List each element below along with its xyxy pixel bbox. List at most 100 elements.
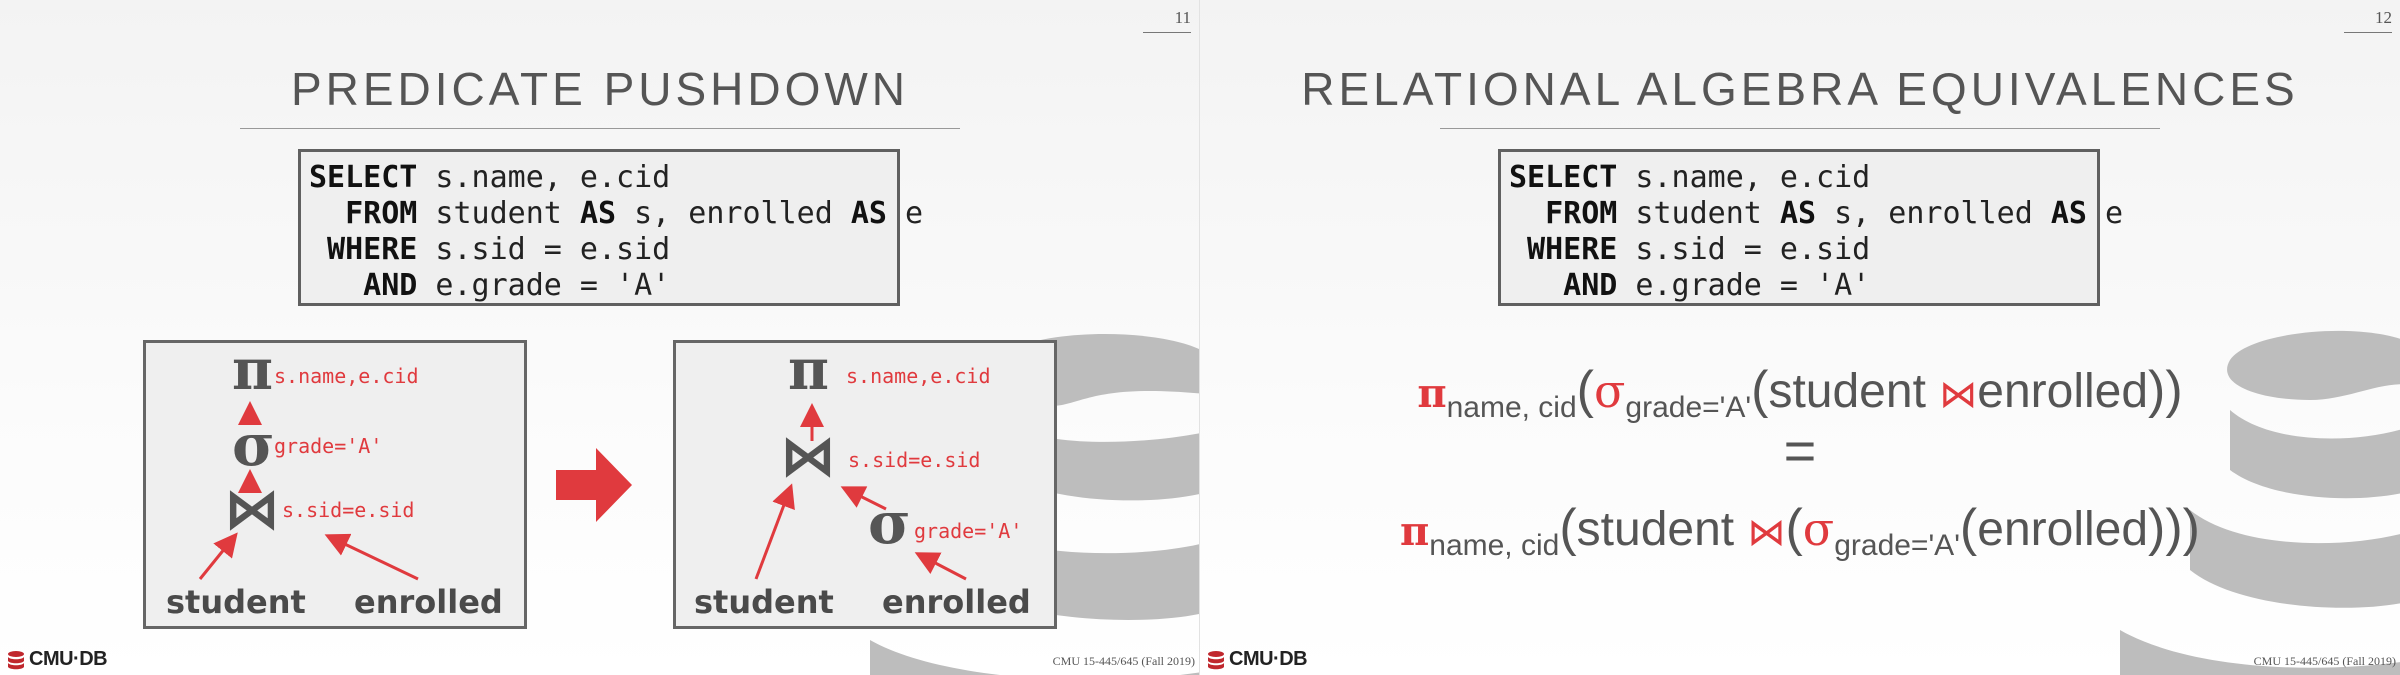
selection-operator: σ — [868, 489, 911, 557]
sql-keyword: WHERE — [1509, 232, 1618, 267]
sql-text: e — [2087, 196, 2124, 231]
join-label: s.sid=e.sid — [848, 448, 980, 472]
equals-sign: = — [1783, 419, 1817, 482]
query-plan-before: π s.name,e.cid σ grade='A' ⋈ s.sid=e.sid… — [143, 340, 527, 629]
selection-subscript: grade='A' — [1834, 529, 1960, 562]
equation-bottom: πname, cid(student ⋈(σgrade='A'(enrolled… — [1200, 498, 2400, 562]
selection-subscript: grade='A' — [1625, 391, 1752, 424]
join-label: s.sid=e.sid — [282, 498, 414, 522]
arrow-enrolled-to-sigma — [914, 552, 967, 581]
projection-subscript: name, cid — [1429, 529, 1560, 562]
course-footer: CMU 15-445/645 (Fall 2019) — [2253, 654, 2396, 668]
arrow-enrolled-to-join — [324, 533, 419, 581]
paren: ( — [1559, 499, 1577, 557]
sql-line-4: AND e.grade = 'A' — [1509, 268, 2089, 304]
selection-operator: σ — [232, 411, 275, 479]
sql-text: s, enrolled — [616, 196, 851, 231]
sql-text: s, enrolled — [1816, 196, 2051, 231]
logo-text: CMU·DB — [29, 648, 108, 670]
paren: ))) — [2148, 499, 2200, 557]
sql-keyword: AND — [1509, 268, 1618, 303]
sql-text: e — [887, 196, 924, 231]
leaf-student: student — [166, 583, 306, 621]
leaf-student: student — [694, 583, 834, 621]
projection-symbol: π — [1399, 508, 1430, 555]
slide-title: RELATIONAL ALGEBRA EQUIVALENCES — [1301, 63, 2299, 115]
database-logo-icon — [1208, 650, 1224, 669]
leaf-enrolled: enrolled — [882, 583, 1031, 621]
relation-enrolled: enrolled — [1977, 503, 2149, 556]
paren: )) — [2148, 361, 2183, 419]
projection-label: s.name,e.cid — [846, 364, 991, 388]
sql-line-2: FROM student AS s, enrolled AS e — [1509, 196, 2123, 232]
join-symbol: ⋈ — [1747, 510, 1786, 554]
sql-keyword: SELECT — [1509, 160, 1618, 195]
sql-text: e.grade = 'A' — [1617, 268, 1871, 303]
sql-line-2: FROM student AS s, enrolled AS e — [309, 196, 923, 232]
database-cylinder-icon — [2120, 330, 2400, 675]
sql-line-3: WHERE s.sid = e.sid — [1509, 232, 2089, 268]
projection-subscript: name, cid — [1446, 391, 1577, 424]
slide-predicate-pushdown: 11 PREDICATE PUSHDOWN SELECT s.name, e.c… — [0, 0, 1200, 675]
sql-keyword: AS — [579, 196, 617, 231]
sql-text: e.grade = 'A' — [417, 268, 671, 303]
join-operator: ⋈ — [224, 477, 280, 542]
projection-operator: π — [788, 343, 829, 403]
sql-keyword: SELECT — [309, 160, 418, 195]
selection-label: grade='A' — [914, 519, 1022, 543]
selection-label: grade='A' — [274, 434, 382, 458]
relation-student: student — [1768, 365, 1940, 418]
paren: ( — [1785, 499, 1803, 557]
cmu-db-logo: CMU·DB — [6, 648, 108, 671]
equation-top: πname, cid(σgrade='A'(student ⋈enrolled)… — [1200, 360, 2400, 424]
cmu-db-logo: CMU·DB — [1206, 648, 1308, 671]
projection-operator: π — [232, 343, 273, 403]
slide-relational-algebra-equivalences: 12 RELATIONAL ALGEBRA EQUIVALENCES SELEC… — [1200, 0, 2400, 675]
sql-text: student — [417, 196, 580, 231]
sql-keyword: FROM — [309, 196, 418, 231]
join-symbol: ⋈ — [1939, 372, 1978, 416]
sql-text: s.sid = e.sid — [417, 232, 671, 267]
relation-enrolled: enrolled — [1977, 365, 2149, 418]
title-divider — [240, 128, 960, 129]
sql-text: s.name, e.cid — [1617, 160, 1871, 195]
title-divider — [1440, 128, 2160, 129]
page-number: 12 — [2344, 8, 2392, 33]
right-arrow-icon — [556, 448, 632, 522]
sql-keyword: FROM — [1509, 196, 1618, 231]
sql-keyword: AS — [850, 196, 887, 231]
logo-text: CMU·DB — [1229, 648, 1308, 670]
sql-line-4: AND e.grade = 'A' — [309, 268, 889, 304]
sql-text: s.sid = e.sid — [1617, 232, 1871, 267]
sql-line-3: WHERE s.sid = e.sid — [309, 232, 889, 268]
sql-keyword: AS — [2050, 196, 2087, 231]
projection-label: s.name,e.cid — [274, 364, 419, 388]
arrow-sigma-to-join — [840, 486, 887, 511]
sql-text: student — [1617, 196, 1780, 231]
paren: ( — [1576, 361, 1594, 419]
sql-keyword: WHERE — [309, 232, 418, 267]
leaf-enrolled: enrolled — [354, 583, 503, 621]
sql-keyword: AND — [309, 268, 418, 303]
join-operator: ⋈ — [780, 424, 836, 489]
relation-student: student — [1576, 503, 1748, 556]
paren: ( — [1751, 361, 1769, 419]
page-number: 11 — [1143, 8, 1191, 33]
course-footer: CMU 15-445/645 (Fall 2019) — [1052, 654, 1195, 668]
database-logo-icon — [8, 650, 24, 669]
sql-query-box: SELECT s.name, e.cid FROM student AS s, … — [298, 149, 923, 306]
sql-line-1: SELECT s.name, e.cid — [309, 160, 889, 196]
selection-symbol: σ — [1802, 502, 1835, 556]
query-plan-after: π s.name,e.cid ⋈ s.sid=e.sid σ grade='A'… — [673, 340, 1057, 629]
selection-symbol: σ — [1594, 364, 1626, 418]
arrow-student-to-join — [754, 483, 795, 580]
sql-keyword: AS — [1779, 196, 1817, 231]
projection-symbol: π — [1417, 370, 1447, 417]
sql-text: s.name, e.cid — [417, 160, 671, 195]
sql-query-box: SELECT s.name, e.cid FROM student AS s, … — [1498, 149, 2123, 306]
paren: ( — [1959, 499, 1978, 557]
arrow-student-to-join — [198, 532, 238, 580]
sql-line-1: SELECT s.name, e.cid — [1509, 160, 2089, 196]
slide-title: PREDICATE PUSHDOWN — [290, 63, 910, 115]
